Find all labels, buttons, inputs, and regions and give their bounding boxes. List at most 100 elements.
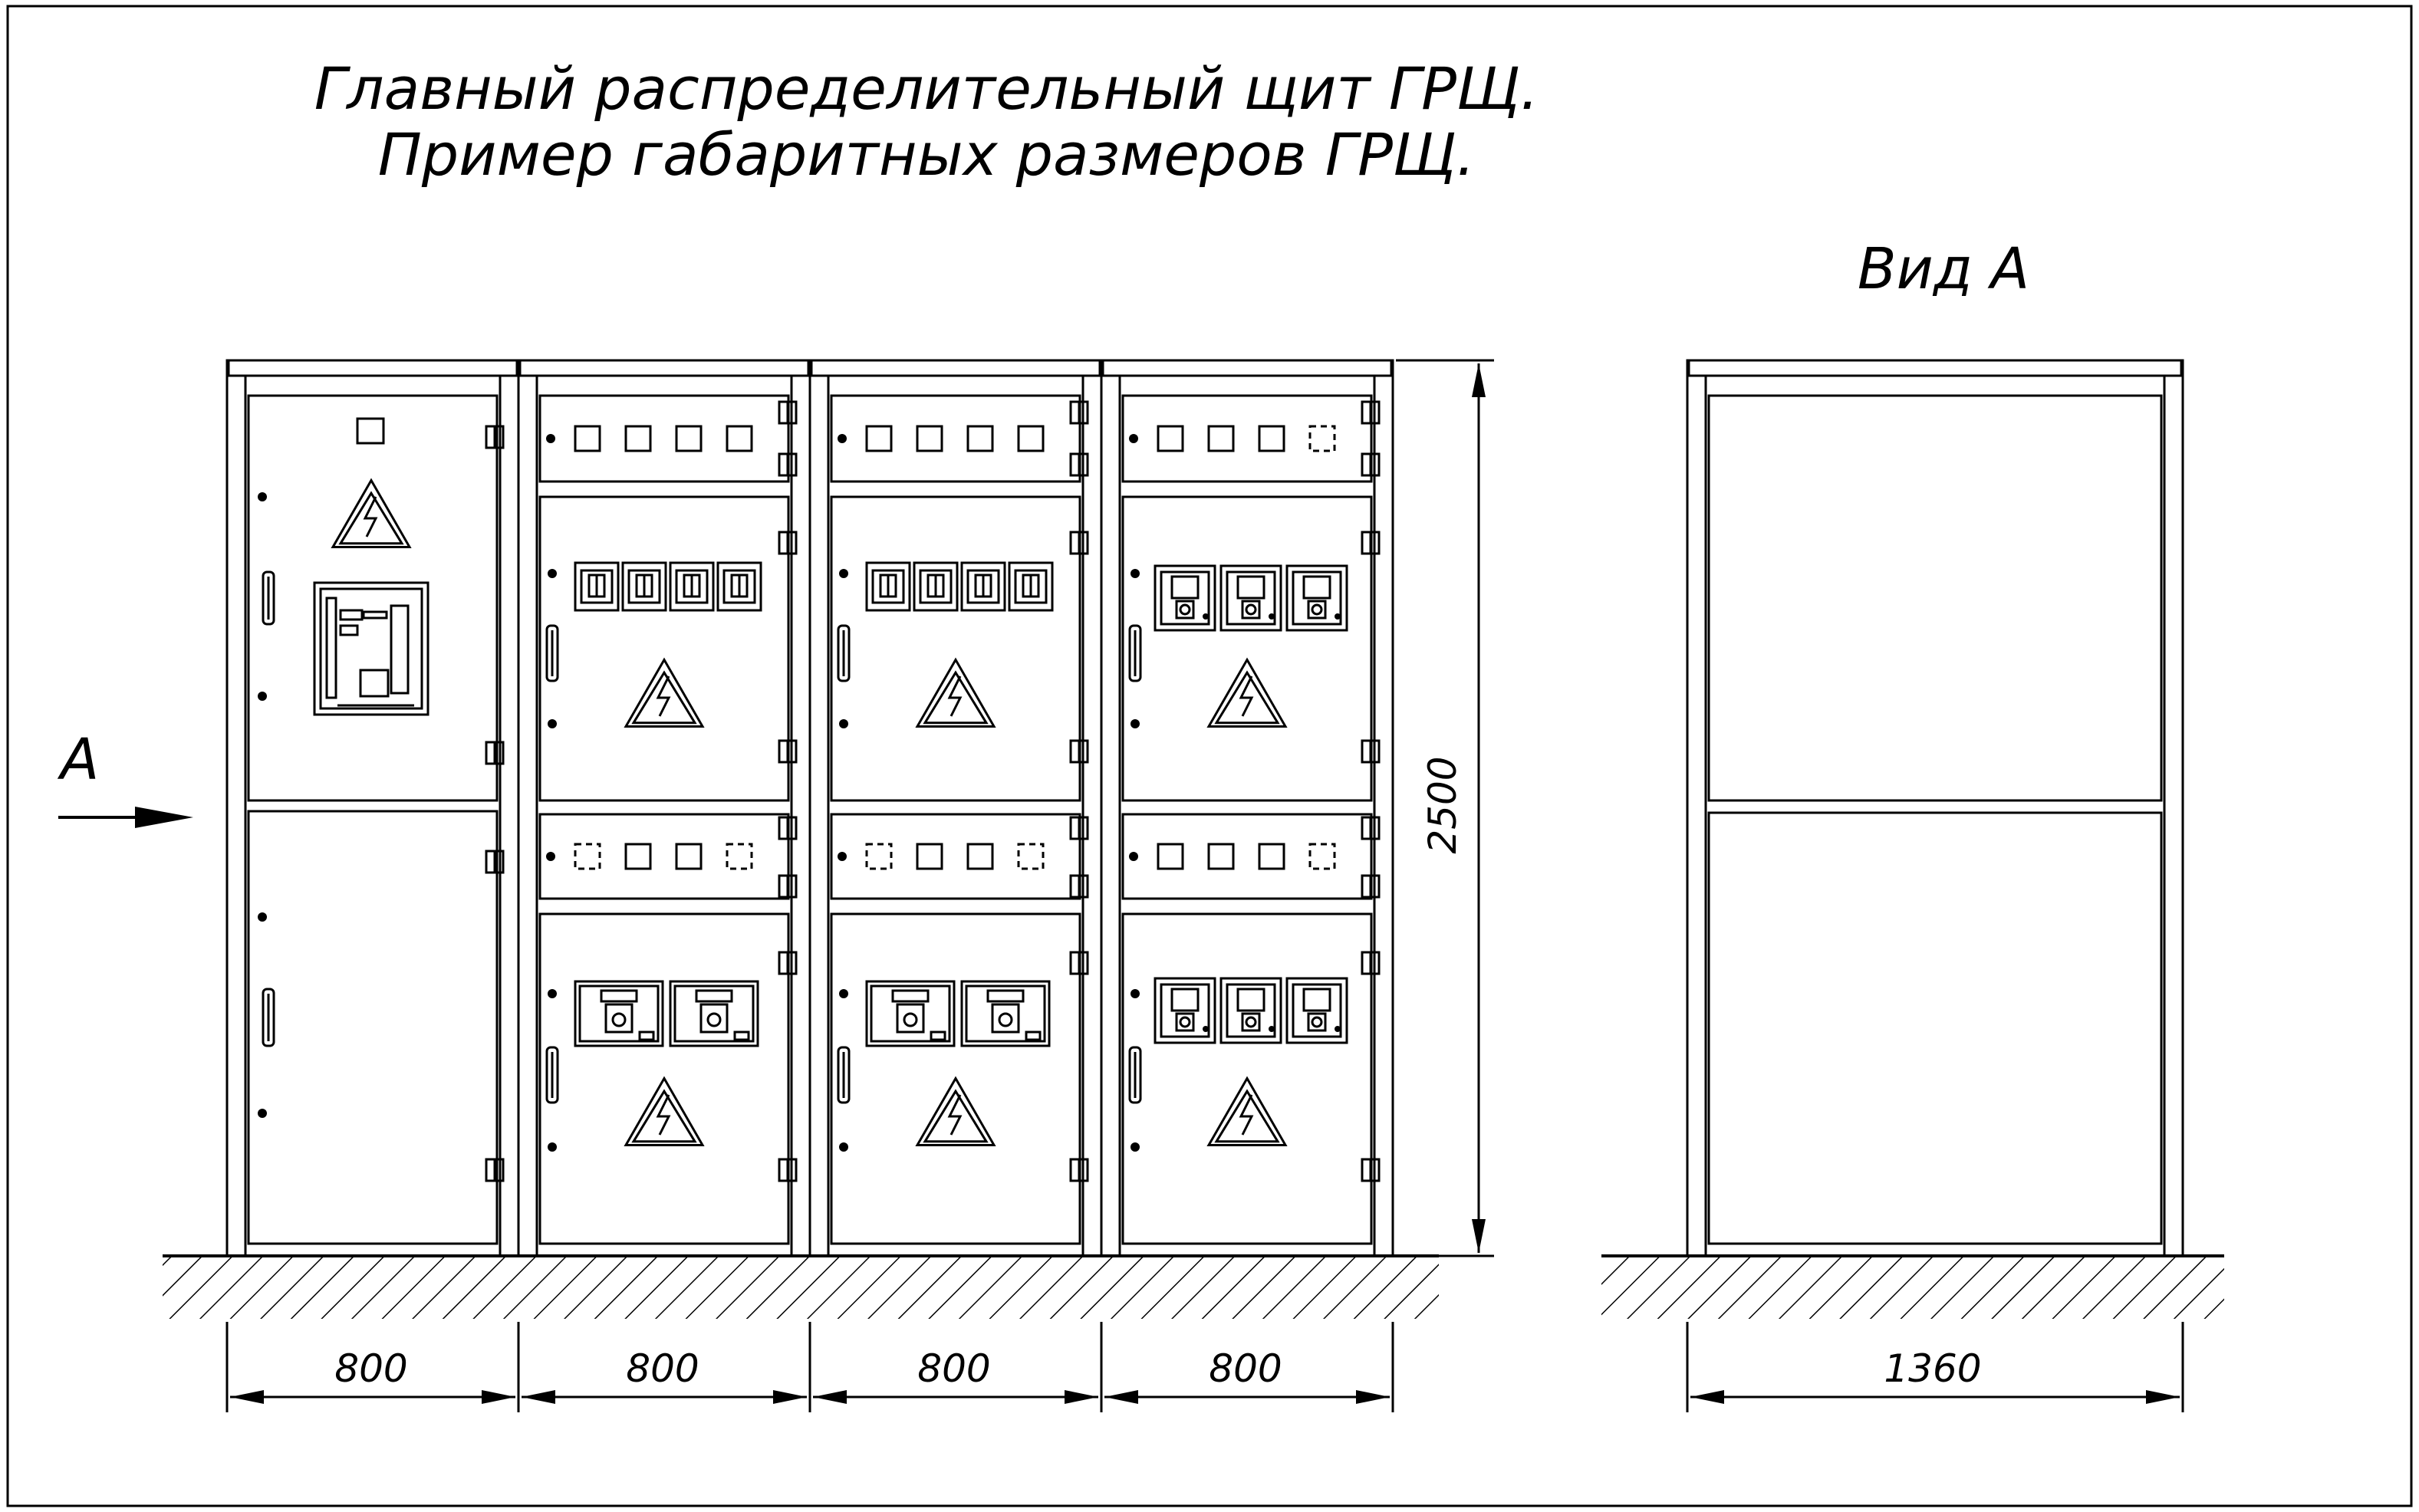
dimension-arrowhead bbox=[813, 1390, 847, 1404]
dimension-arrowhead bbox=[1690, 1390, 1724, 1404]
breaker-small bbox=[1008, 561, 1054, 612]
door-lock-dot bbox=[258, 692, 267, 701]
indicator-lamp bbox=[574, 425, 601, 452]
warning-sign-icon bbox=[624, 1076, 705, 1146]
breaker-small bbox=[865, 561, 911, 612]
door-lock-dot bbox=[548, 719, 557, 728]
door-hinge bbox=[1069, 816, 1089, 840]
indicator-lamp bbox=[1258, 425, 1285, 452]
section-frame bbox=[808, 359, 1103, 1257]
door-lock-dot bbox=[1131, 719, 1140, 728]
door-hinge bbox=[1069, 951, 1089, 975]
indicator-lamp bbox=[624, 425, 652, 452]
breaker-large bbox=[669, 980, 759, 1047]
section-frame bbox=[1100, 359, 1394, 1257]
door-lock-dot bbox=[548, 569, 557, 578]
front-view bbox=[163, 359, 1439, 1319]
indicator-lamp bbox=[1207, 843, 1235, 870]
door-hinge bbox=[778, 400, 798, 425]
depth-label: 1360 bbox=[1884, 1346, 1981, 1391]
upper-door bbox=[538, 495, 790, 802]
indicator-lamp bbox=[675, 425, 703, 452]
indicator-strip bbox=[538, 394, 790, 483]
indicator-lamp bbox=[916, 843, 943, 870]
breaker-medium bbox=[1219, 564, 1282, 632]
warning-sign-icon bbox=[1206, 1076, 1288, 1146]
view-direction-arrow bbox=[58, 807, 193, 828]
upper-door bbox=[830, 495, 1081, 802]
breaker-medium bbox=[1285, 977, 1348, 1044]
section-input bbox=[225, 359, 520, 1257]
indicator-lamp bbox=[624, 843, 652, 870]
door-handle bbox=[1128, 1046, 1142, 1104]
dimension-lines bbox=[225, 359, 2184, 1412]
door-hinge bbox=[778, 452, 798, 477]
air-circuit-breaker bbox=[313, 581, 429, 716]
indicator-strip bbox=[1121, 813, 1373, 900]
floor-hatching bbox=[163, 1256, 1439, 1319]
breaker-medium bbox=[1285, 564, 1348, 632]
door-hinge bbox=[1361, 739, 1381, 764]
door-hinge bbox=[1069, 531, 1089, 555]
width-label-3: 800 bbox=[917, 1346, 990, 1391]
lower-door bbox=[830, 912, 1081, 1245]
warning-sign-icon bbox=[331, 478, 412, 548]
breaker-medium bbox=[1219, 977, 1282, 1044]
indicator-strip bbox=[830, 394, 1081, 483]
indicator-lamp bbox=[1207, 425, 1235, 452]
door-lock-dot bbox=[258, 1109, 267, 1118]
door-hinge bbox=[778, 531, 798, 555]
indicator-lamp-empty bbox=[574, 843, 601, 870]
door-hinge bbox=[778, 739, 798, 764]
indicator-lamp bbox=[675, 843, 703, 870]
dimension-arrowhead bbox=[1472, 363, 1486, 397]
breaker-large bbox=[865, 980, 956, 1047]
door-hinge bbox=[1361, 816, 1381, 840]
door-handle bbox=[262, 570, 275, 626]
lower-door bbox=[247, 810, 499, 1245]
title-line-2: Пример габаритных размеров ГРЩ. bbox=[378, 120, 1475, 189]
breaker-small bbox=[669, 561, 715, 612]
door-lock-dot bbox=[838, 852, 847, 861]
door-hinge bbox=[1069, 400, 1089, 425]
door-lock-dot bbox=[1129, 852, 1138, 861]
width-label-4: 800 bbox=[1209, 1346, 1282, 1391]
door-hinge bbox=[778, 816, 798, 840]
indicator-lamp-empty bbox=[726, 843, 753, 870]
dimension-arrowhead bbox=[773, 1390, 807, 1404]
indicator-lamp bbox=[865, 425, 893, 452]
door-handle bbox=[545, 1046, 559, 1104]
section-roof bbox=[518, 359, 810, 377]
door-hinge bbox=[778, 951, 798, 975]
door-lock-dot bbox=[548, 1142, 557, 1152]
indicator-strip bbox=[538, 813, 790, 900]
door-hinge bbox=[485, 1158, 505, 1182]
breaker-small bbox=[621, 561, 667, 612]
indicator-lamp bbox=[356, 417, 385, 445]
side-view bbox=[1601, 359, 2224, 1319]
warning-sign-icon bbox=[915, 1076, 996, 1146]
door-lock-dot bbox=[546, 434, 555, 443]
door-hinge bbox=[778, 874, 798, 899]
door-hinge bbox=[1361, 531, 1381, 555]
dimension-arrowhead bbox=[230, 1390, 264, 1404]
indicator-strip bbox=[830, 813, 1081, 900]
indicator-lamp-empty bbox=[1308, 843, 1336, 870]
side-panel-lower bbox=[1707, 811, 2163, 1245]
indicator-lamp bbox=[966, 843, 994, 870]
door-handle bbox=[837, 624, 851, 682]
section-feeder-2 bbox=[808, 359, 1103, 1257]
indicator-strip bbox=[1121, 394, 1373, 483]
height-dimension-label: 2500 bbox=[1420, 756, 1465, 853]
door-lock-dot bbox=[1129, 434, 1138, 443]
indicator-lamp bbox=[1157, 425, 1184, 452]
breaker-large bbox=[574, 980, 664, 1047]
door-hinge bbox=[1361, 951, 1381, 975]
door-handle bbox=[1128, 624, 1142, 682]
breaker-medium bbox=[1154, 977, 1216, 1044]
door-lock-dot bbox=[839, 989, 848, 998]
breaker-small bbox=[960, 561, 1006, 612]
door-lock-dot bbox=[839, 719, 848, 728]
breaker-small bbox=[574, 561, 620, 612]
